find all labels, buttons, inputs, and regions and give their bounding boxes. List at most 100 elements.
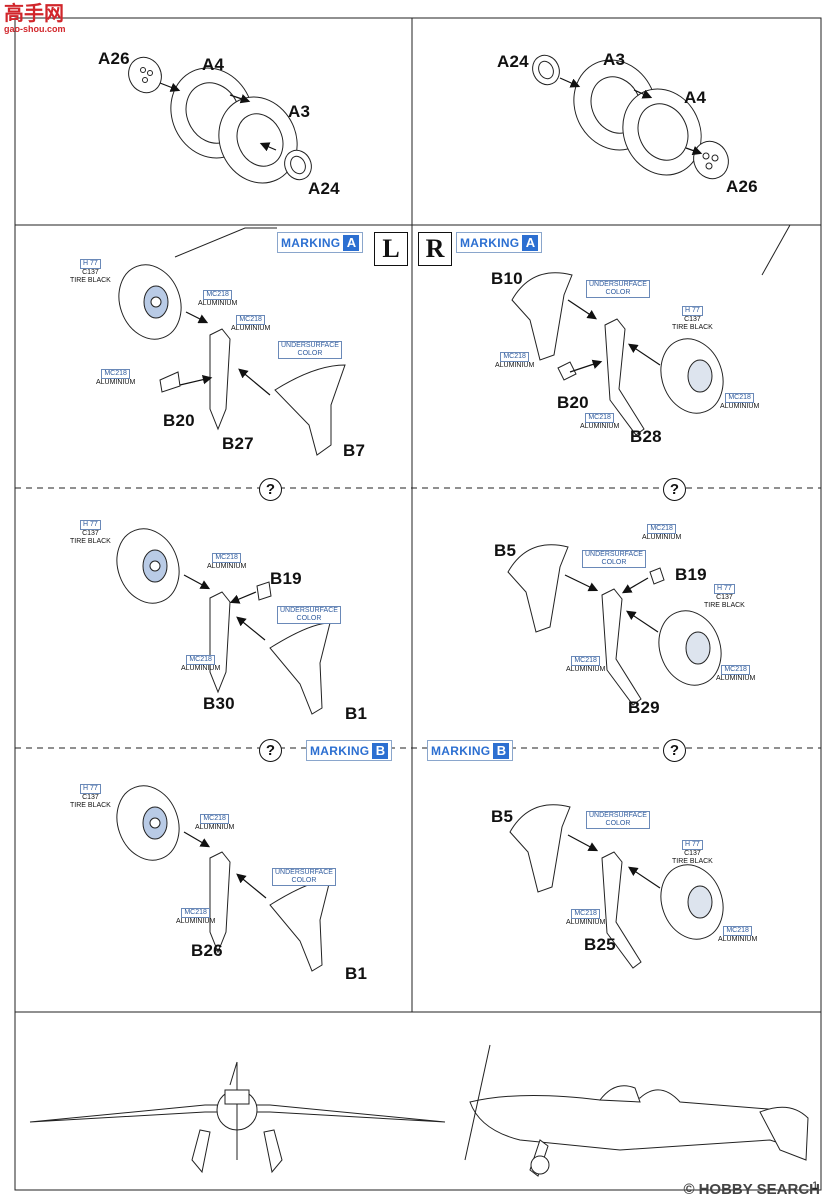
- paint-callout-leg: MC218 ALUMINIUM: [231, 315, 270, 333]
- panel-a-left-drawing: [118, 264, 346, 456]
- paint-code-mc218: MC218: [200, 814, 229, 824]
- paint-code-mc218: MC218: [236, 315, 265, 325]
- paint-code-mc218: MC218: [186, 655, 215, 665]
- question-mark-icon: ?: [259, 739, 282, 762]
- marking-a-left-badge: MARKING A: [277, 232, 364, 253]
- marking-label: MARKING: [460, 235, 520, 250]
- aircraft-front-view: [29, 1061, 446, 1174]
- part-label-b19: B19: [270, 569, 302, 588]
- question-mark-icon: ?: [663, 478, 686, 501]
- paint-code-h77: H 77: [682, 840, 703, 850]
- paint-name-aluminium: ALUMINIUM: [716, 675, 756, 682]
- part-label-a3: A3: [603, 50, 626, 69]
- part-label-b20: B20: [557, 393, 589, 412]
- side-right-box: R: [418, 232, 452, 266]
- paint-name-aluminium: ALUMINIUM: [231, 325, 271, 332]
- paint-code-c137: C137: [82, 530, 99, 537]
- paint-code-mc218: MC218: [181, 908, 210, 918]
- paint-callout-bracket: MC218 ALUMINIUM: [495, 352, 534, 370]
- paint-name-aluminium: ALUMINIUM: [566, 919, 606, 926]
- panel-b-right-drawing: [509, 804, 724, 969]
- paint-code-mc218: MC218: [723, 926, 752, 936]
- paint-callout-tire: H 77 C137 TIRE BLACK: [672, 840, 713, 866]
- part-label-a3: A3: [288, 102, 311, 121]
- copyright-icon: ©: [683, 1181, 695, 1198]
- part-label-b27: B27: [222, 434, 254, 453]
- side-left-box: L: [374, 232, 408, 266]
- paint-name-tire-black: TIRE BLACK: [704, 602, 745, 609]
- part-label-b5: B5: [494, 541, 517, 560]
- marking-letter: B: [493, 742, 510, 759]
- paint-code-c137: C137: [684, 316, 701, 323]
- part-label-b10: B10: [491, 269, 523, 288]
- panel-a-right-drawing: [511, 272, 724, 436]
- paint-callout-bracket: MC218 ALUMINIUM: [642, 524, 681, 542]
- paint-callout-tire: H 77 C137 TIRE BLACK: [704, 584, 745, 610]
- marking-label: MARKING: [281, 235, 341, 250]
- part-label-a26: A26: [726, 177, 758, 196]
- part-label-b26: B26: [191, 941, 223, 960]
- paint-code-h77: H 77: [682, 306, 703, 316]
- part-label-a4: A4: [684, 88, 707, 107]
- paint-name-tire-black: TIRE BLACK: [672, 324, 713, 331]
- paint-callout-hub: MC218 ALUMINIUM: [718, 926, 757, 944]
- marking-letter: A: [343, 234, 360, 251]
- paint-code-mc218: MC218: [571, 909, 600, 919]
- paint-name-aluminium: ALUMINIUM: [495, 362, 535, 369]
- top-right-wheel-assembly: [532, 54, 729, 180]
- paint-code-h77: H 77: [714, 584, 735, 594]
- paint-name-aluminium: ALUMINIUM: [720, 403, 760, 410]
- paint-callout-hub: MC218 ALUMINIUM: [716, 665, 755, 683]
- paint-callout-tire: H 77 C137 TIRE BLACK: [70, 520, 111, 546]
- paint-code-h77: H 77: [80, 520, 101, 530]
- part-label-a24: A24: [308, 179, 340, 198]
- aircraft-side-view: [464, 1044, 809, 1177]
- paint-name-tire-black: TIRE BLACK: [70, 538, 111, 545]
- paint-code-mc218: MC218: [585, 413, 614, 423]
- marking-b-left-badge: MARKING B: [306, 740, 393, 761]
- paint-code-mc218: MC218: [212, 553, 241, 563]
- part-label-a26: A26: [98, 49, 130, 68]
- part-label-b29: B29: [628, 698, 660, 717]
- paint-code-mc218: MC218: [725, 393, 754, 403]
- paint-callout-leg: MC218 ALUMINIUM: [176, 908, 215, 926]
- paint-code-mc218: MC218: [500, 352, 529, 362]
- paint-callout-bracket: MC218 ALUMINIUM: [96, 369, 135, 387]
- paint-code-mc218: MC218: [571, 656, 600, 666]
- paint-callout-hub: MC218 ALUMINIUM: [198, 290, 237, 308]
- part-label-a4: A4: [202, 55, 225, 74]
- marking-a-right-badge: MARKING A: [456, 232, 543, 253]
- marking-label: MARKING: [310, 743, 370, 758]
- paint-callout-leg: MC218 ALUMINIUM: [566, 909, 605, 927]
- paint-callout-hub: MC218 ALUMINIUM: [195, 814, 234, 832]
- paint-code-h77: H 77: [80, 784, 101, 794]
- paint-name-aluminium: ALUMINIUM: [96, 379, 136, 386]
- paint-callout-tire: H 77 C137 TIRE BLACK: [70, 259, 111, 285]
- top-left-wheel-assembly: [128, 56, 312, 184]
- panel-b-left-drawing: [116, 785, 331, 972]
- paint-code-c137: C137: [716, 594, 733, 601]
- paint-name-aluminium: ALUMINIUM: [176, 918, 216, 925]
- paint-name-aluminium: ALUMINIUM: [195, 824, 235, 831]
- paint-name-aluminium: ALUMINIUM: [566, 666, 606, 673]
- paint-code-mc218: MC218: [647, 524, 676, 534]
- question-mark-icon: ?: [663, 739, 686, 762]
- hobbysearch-text: HOBBY SEARCH: [698, 1181, 820, 1198]
- marking-b-right-badge: MARKING B: [427, 740, 514, 761]
- paint-code-c137: C137: [82, 794, 99, 801]
- watermark-logo: 高手网: [4, 3, 64, 25]
- part-label-b25: B25: [584, 935, 616, 954]
- paint-code-c137: C137: [684, 850, 701, 857]
- marking-letter: A: [522, 234, 539, 251]
